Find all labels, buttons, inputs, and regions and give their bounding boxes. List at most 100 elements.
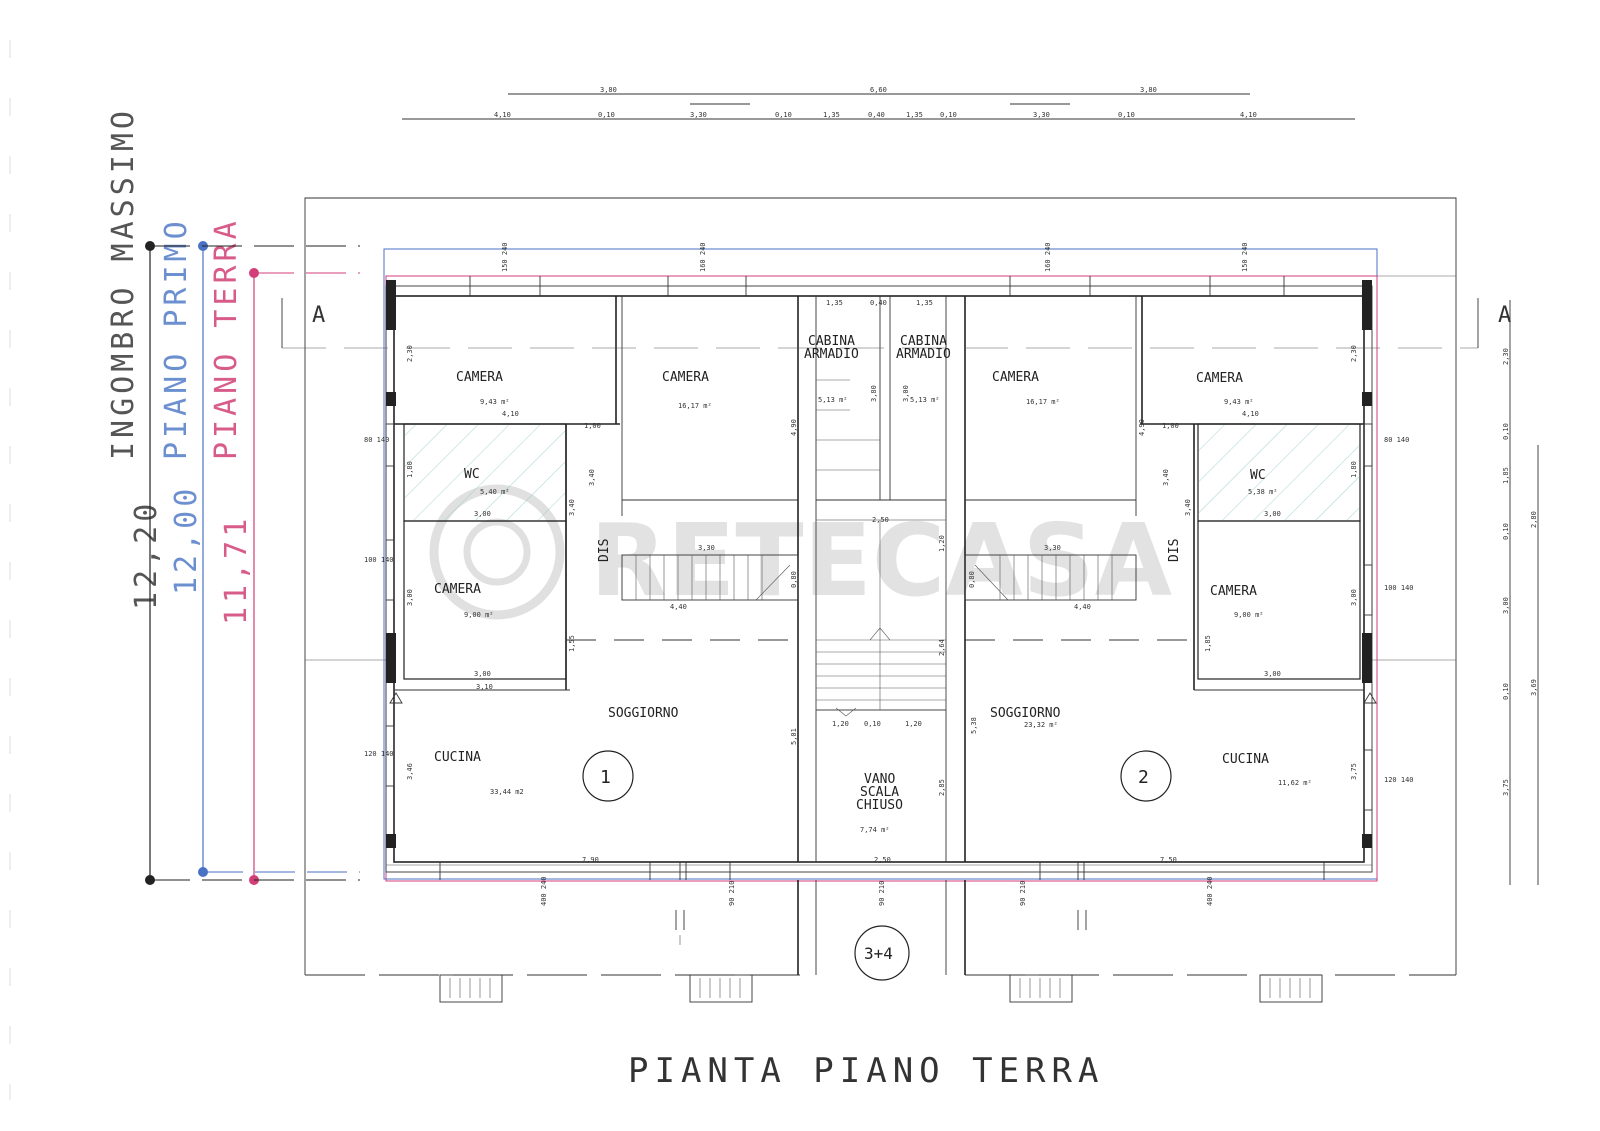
- dim-330a: 3,30: [698, 544, 715, 552]
- room-wc-left: WC: [464, 467, 480, 482]
- bottom-dimensions: 7,90 2,50 7,50: [386, 856, 1372, 866]
- area-cabina-left: 5,13 m²: [818, 396, 848, 404]
- area-camera-b-right: 16,17 m²: [1026, 398, 1060, 406]
- dim-410b: 4,10: [1242, 410, 1259, 418]
- piano-primo-label: PIANO PRIMO: [159, 217, 194, 460]
- dim-v375: 3,75: [1350, 763, 1358, 780]
- dim-120a: 1,20: [832, 720, 849, 728]
- dim-v120: 1,20: [938, 535, 946, 552]
- dim-v300c: 3,00: [902, 385, 910, 402]
- room-camera-b-right: CAMERA: [992, 370, 1039, 385]
- room-soggiorno-right: SOGGIORNO: [990, 706, 1061, 721]
- dim-top2-8: 3,30: [1033, 111, 1050, 119]
- dim-120b: 1,20: [905, 720, 922, 728]
- dim-bottom-0: 7,90: [582, 856, 599, 864]
- dim-v538: 5,38: [970, 717, 978, 734]
- side-openings: 80 140 100 140 120 140 80 140 100 140 12…: [364, 436, 1414, 784]
- area-soggiorno-right: 23,32 m²: [1024, 721, 1058, 729]
- room-soggiorno-left: SOGGIORNO: [608, 706, 679, 721]
- area-camera-c-right: 9,00 m²: [1234, 611, 1264, 619]
- dim-v230b: 2,30: [1350, 345, 1358, 362]
- dim-300b: 3,00: [1264, 510, 1281, 518]
- dim-300d: 3,00: [1264, 670, 1281, 678]
- unit-numbers: 1 2 3+4: [582, 750, 1172, 981]
- room-camera-c-right: CAMERA: [1210, 584, 1257, 599]
- stair-central: [815, 519, 947, 717]
- dim-top2-2: 3,30: [690, 111, 707, 119]
- vent-left-icon: [389, 692, 403, 704]
- dim-v180a: 1,80: [406, 461, 414, 478]
- room-camera-b-left: CAMERA: [662, 370, 709, 385]
- dim-410a: 4,10: [502, 410, 519, 418]
- opening-left-0: 80 140: [364, 436, 389, 444]
- room-camera-c-left: CAMERA: [434, 582, 481, 597]
- opening-top-2: 160 240: [1044, 242, 1052, 272]
- opening-bottom-2: 90 210: [878, 881, 886, 906]
- dim-right-6: 3,75: [1502, 779, 1510, 796]
- dim-right-3: 0,10: [1502, 523, 1510, 540]
- dim-right-1: 0,10: [1502, 423, 1510, 440]
- dim-v340a: 3,40: [588, 469, 596, 486]
- area-wc-left: 5,40 m²: [480, 488, 510, 496]
- opening-bottom-3: 90 210: [1019, 881, 1027, 906]
- building: [383, 248, 1378, 975]
- dim-bottom-2: 7,50: [1160, 856, 1177, 864]
- room-camera-a-left: CAMERA: [456, 370, 503, 385]
- section-marker-right: A: [1498, 303, 1511, 328]
- dim-top2-10: 4,10: [1240, 111, 1257, 119]
- dim-250a: 2,50: [872, 516, 889, 524]
- height-legend: INGOMBRO MASSIMO 12,20 PIANO PRIMO 12,00…: [106, 107, 360, 885]
- dim-330b: 3,30: [1044, 544, 1061, 552]
- stair-left: [621, 554, 799, 601]
- dim-top2-9: 0,10: [1118, 111, 1135, 119]
- watermark-text: RETECASA: [590, 502, 1172, 619]
- dim-top2-3: 0,10: [775, 111, 792, 119]
- room-labels: CAMERA 9,43 m² CAMERA 16,17 m² CABINA AR…: [434, 334, 1312, 834]
- dim-v080a: 0,80: [790, 571, 798, 588]
- dim-v340c: 3,40: [1162, 469, 1170, 486]
- dim-v380: 3,80: [870, 385, 878, 402]
- dim-v501: 5,01: [790, 728, 798, 745]
- opening-top-3: 150 240: [1241, 242, 1249, 272]
- area-camera-c-left: 9,00 m²: [464, 611, 494, 619]
- room-dis-left: DIS: [597, 539, 612, 562]
- room-camera-a-right: CAMERA: [1196, 371, 1243, 386]
- dim-v300a: 3,00: [406, 589, 414, 606]
- dim-bottom-1: 2,50: [874, 856, 891, 864]
- area-wc-right: 5,38 m²: [1248, 488, 1278, 496]
- area-camera-b-left: 16,17 m²: [678, 402, 712, 410]
- opening-bottom-4: 400 240: [1206, 876, 1214, 906]
- room-cucina-left: CUCINA: [434, 750, 481, 765]
- room-wc-right: WC: [1250, 468, 1266, 483]
- area-camera-a-right: 9,43 m²: [1224, 398, 1254, 406]
- piano-terra-value: 11,71: [219, 515, 254, 625]
- top-dimensions: 3,80 6,60 3,80 4,10 0,10 3,30 0,10 1,35 …: [402, 86, 1355, 120]
- dim-v490a: 4,90: [790, 419, 798, 436]
- dim-040: 0,40: [870, 299, 887, 307]
- dim-310: 3,10: [476, 683, 493, 691]
- unit-1: 1: [600, 767, 611, 788]
- dim-v340b: 3,40: [568, 499, 576, 516]
- dim-440a: 4,40: [670, 603, 687, 611]
- bottom-openings: 400 240 90 210 90 210 90 210 400 240: [540, 876, 1214, 906]
- wc-right-tiles: [1199, 425, 1359, 520]
- dim-v346: 3,46: [406, 763, 414, 780]
- area-cabina-right: 5,13 m²: [910, 396, 940, 404]
- dim-top1-2: 3,80: [1140, 86, 1157, 94]
- page-title: PIANTA PIANO TERRA: [628, 1051, 1104, 1091]
- section-markers: A A: [281, 298, 1511, 349]
- dim-v300b: 3,00: [1350, 589, 1358, 606]
- area-cucina-right: 11,62 m²: [1278, 779, 1312, 787]
- room-vano-3: CHIUSO: [856, 798, 903, 813]
- dim-top2-4: 1,35: [823, 111, 840, 119]
- dim-top1-1: 6,60: [870, 86, 887, 94]
- dim-right-2: 1,85: [1502, 467, 1510, 484]
- dim-300a: 3,00: [474, 510, 491, 518]
- opening-left-2: 120 140: [364, 750, 394, 758]
- dim-top1-0: 3,80: [600, 86, 617, 94]
- opening-top-1: 160 240: [699, 242, 707, 272]
- opening-right-2: 120 140: [1384, 776, 1414, 784]
- top-openings: 150 240 160 240 160 240 150 240: [501, 242, 1249, 272]
- dim-right-0: 2,30: [1502, 348, 1510, 365]
- section-marker-left: A: [312, 303, 325, 328]
